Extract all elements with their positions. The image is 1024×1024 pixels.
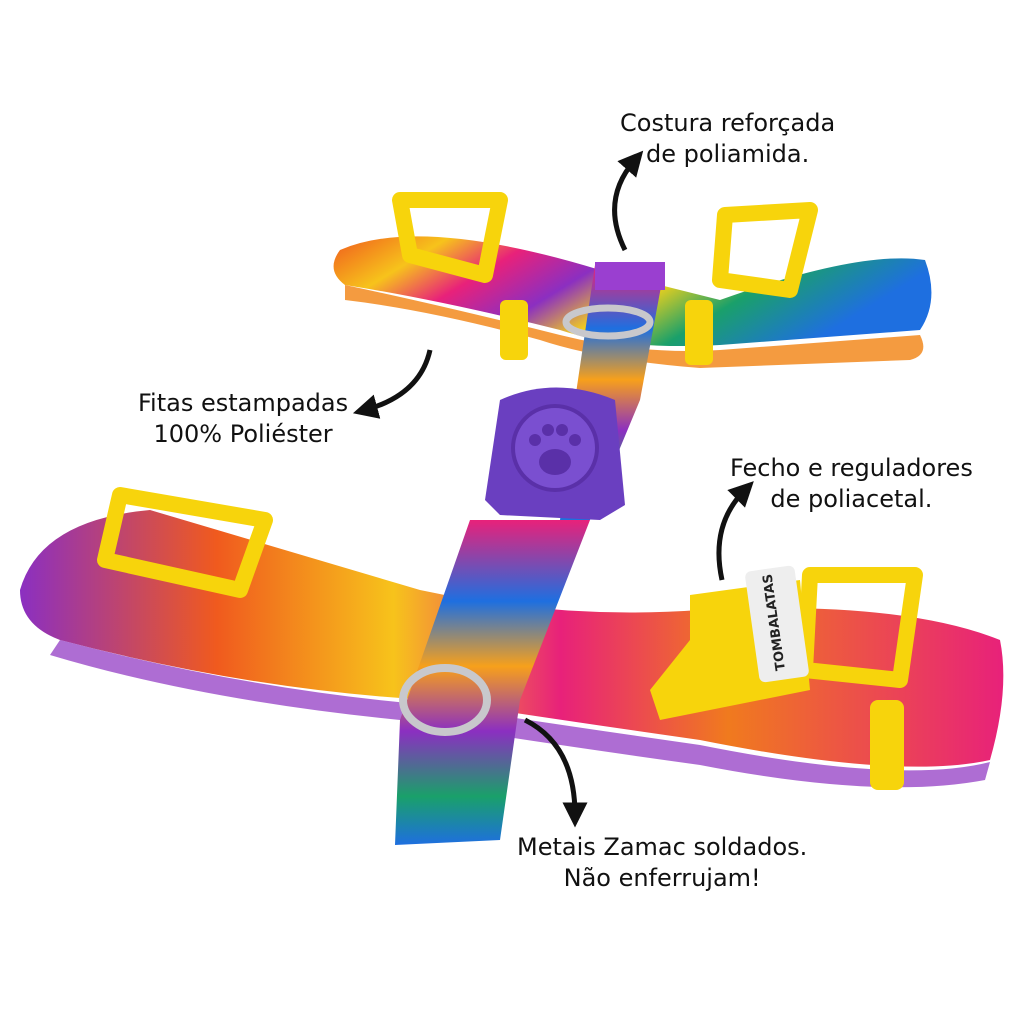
keeper [685,300,713,365]
callout-line: Metais Zamac soldados. [517,833,808,861]
callout-line: 100% Poliéster [153,420,333,448]
upper-left-adjuster [392,192,508,283]
right-adjuster [797,567,923,688]
upper-d-ring [562,304,654,340]
callout-line: Fitas estampadas [138,389,349,417]
arrow-icon [352,349,433,419]
callout-straps: Fitas estampadas 100% Poliéster [138,388,348,450]
upper-right-adjuster [712,202,818,298]
callout-line: de poliacetal. [770,485,933,513]
arrow-icon [523,717,588,828]
callout-metals: Metais Zamac soldados. Não enferrujam! [517,832,807,894]
arrow-icon [716,481,754,581]
keeper [500,300,528,360]
arrow-icon [612,150,644,252]
callout-line: de poliamida. [645,140,810,168]
center-strap [395,262,665,845]
callout-line: Não enferrujam! [563,864,761,892]
buckle: TOMBALATAS [650,565,810,720]
paw-connector [485,387,625,520]
callout-line: Costura reforçada [620,109,836,137]
keeper [870,700,904,790]
lower-d-ring [399,664,491,736]
callout-buckle: Fecho e reguladores de poliacetal. [730,453,973,515]
callout-stitching: Costura reforçada de poliamida. [620,108,835,170]
lower-left-adjuster [97,487,273,598]
callout-line: Fecho e reguladores [730,454,973,482]
paw-icon [539,449,571,475]
